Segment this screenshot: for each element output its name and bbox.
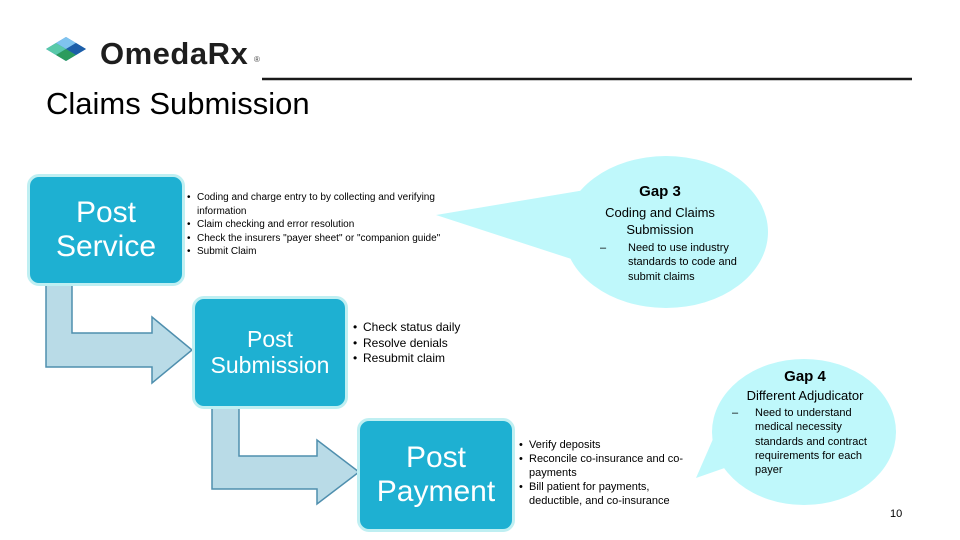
- gap-3-title: Gap 3: [639, 183, 681, 200]
- stage-label-line2: Submission: [210, 351, 330, 378]
- gap-4-dash: –: [732, 407, 739, 419]
- post-submission-bullets: Check status daily Resolve denials Resub…: [352, 320, 462, 367]
- stage-post-submission: Post Submission: [192, 296, 348, 409]
- gap-4-subtitle: Different Adjudicator: [746, 388, 864, 403]
- gap-4-detail: Need to understand medical necessity sta…: [755, 407, 867, 477]
- bullet-item: Claim checking and error resolution: [186, 218, 444, 232]
- page-title: Claims Submission: [46, 86, 310, 121]
- post-payment-bullets: Verify deposits Reconcile co-insurance a…: [518, 438, 698, 508]
- bullet-item: Check the insurers "payer sheet" or "com…: [186, 232, 444, 246]
- bullet-item: Reconcile co-insurance and co-payments: [518, 452, 698, 480]
- stage-label-line1: Post: [405, 441, 467, 475]
- omedarx-logo-icon: [46, 37, 86, 61]
- bullet-item: Bill patient for payments, deductible, a…: [518, 480, 698, 508]
- gap-3-dash: –: [600, 242, 607, 254]
- gap-4-title: Gap 4: [784, 368, 826, 385]
- flow-arrow-2: [211, 401, 361, 506]
- registered-mark: ®: [254, 55, 260, 64]
- stage-label-line1: Post: [75, 196, 137, 230]
- stage-label-line2: Service: [55, 230, 157, 263]
- stage-label-line2: Payment: [376, 475, 496, 508]
- flow-arrow-1: [45, 280, 194, 385]
- page-number: 10: [890, 508, 903, 520]
- stage-label-line1: Post: [246, 325, 294, 352]
- bullet-item: Check status daily: [352, 320, 462, 336]
- bullet-item: Resolve denials: [352, 336, 462, 352]
- bullet-item: Submit Claim: [186, 245, 444, 259]
- brand-wordmark: OmedaRx: [100, 36, 249, 71]
- post-service-bullets: Coding and charge entry to by collecting…: [186, 191, 444, 259]
- gap-3-subtitle: Coding and Claims Submission: [605, 205, 715, 237]
- gap-3-detail: Need to use industry standards to code a…: [628, 242, 737, 283]
- gap-4-callout-bubble: [696, 359, 896, 505]
- bullet-item: Verify deposits: [518, 438, 698, 452]
- stage-post-payment: Post Payment: [357, 418, 515, 532]
- bullet-item: Resubmit claim: [352, 351, 462, 367]
- bullet-item: Coding and charge entry to by collecting…: [186, 191, 444, 218]
- stage-post-service: Post Service: [27, 174, 185, 286]
- gap-3-callout-bubble: [436, 156, 768, 308]
